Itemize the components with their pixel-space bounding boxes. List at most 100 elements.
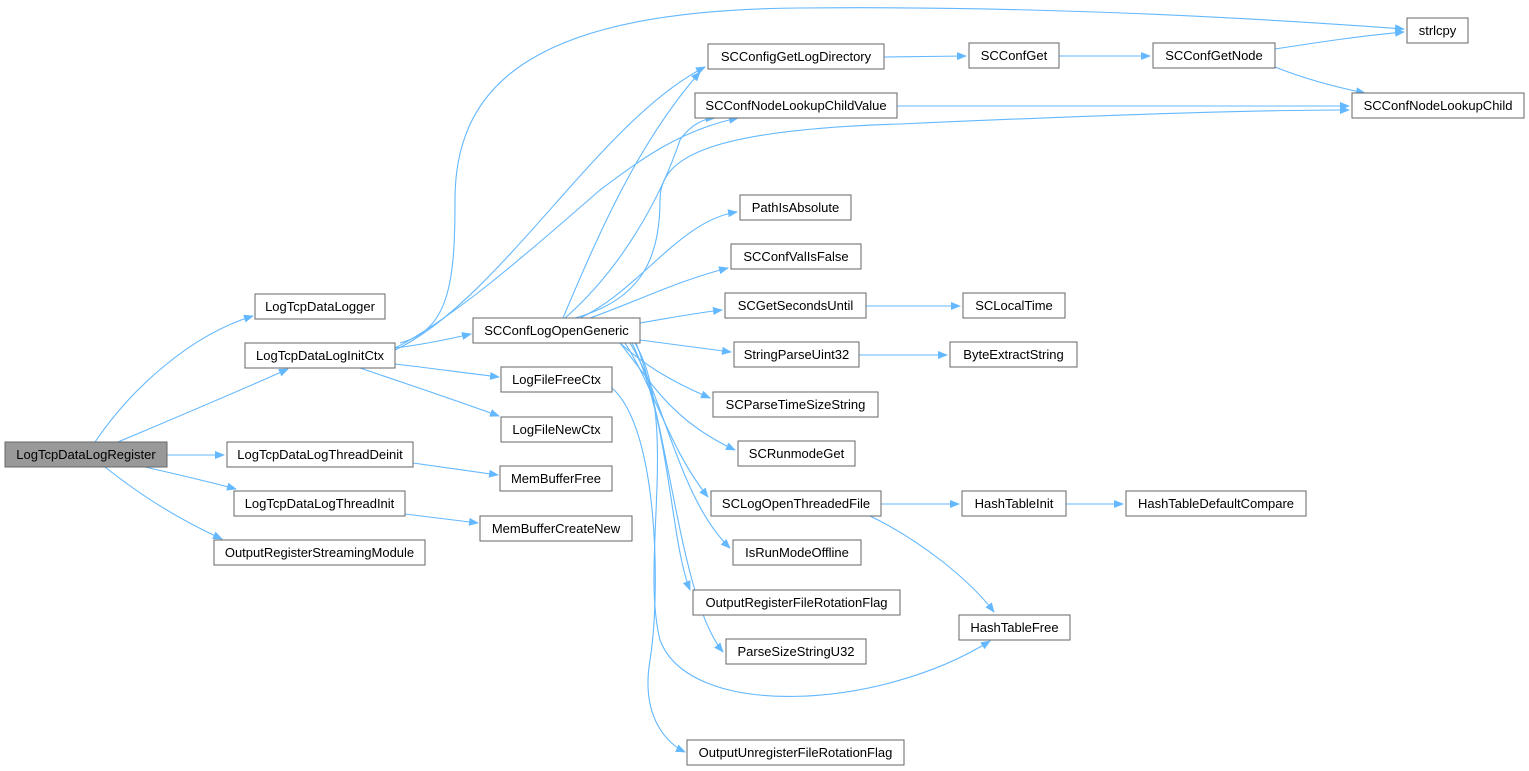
edge-line: [624, 342, 709, 498]
edge-line: [634, 342, 991, 697]
edge-line: [619, 342, 736, 451]
node-label: SCGetSecondsUntil: [738, 298, 854, 313]
edge-n25-n30: [869, 515, 995, 613]
node-logtcpdatalogregister[interactable]: LogTcpDataLogRegister: [4, 441, 168, 468]
edges-layer: [94, 7, 1405, 753]
node-box: [725, 638, 867, 665]
node-scconfget[interactable]: SCConfGet: [968, 42, 1060, 69]
edge-line: [869, 515, 995, 613]
edge-n14-n15: [1274, 28, 1405, 50]
edge-line: [394, 363, 500, 380]
node-scconfgetnode[interactable]: SCConfGetNode: [1152, 42, 1276, 69]
node-box: [707, 43, 885, 70]
node-outputunregisterfilerotationflag[interactable]: OutputUnregisterFileRotationFlag: [686, 739, 905, 766]
node-box: [226, 441, 414, 468]
node-hashtableinit[interactable]: HashTableInit: [961, 490, 1067, 517]
node-hashtabledefaultcompare[interactable]: HashTableDefaultCompare: [1125, 490, 1307, 517]
edge-n8-n21: [639, 339, 732, 355]
edge-n8-n7: [564, 114, 716, 319]
edge-line: [359, 367, 500, 417]
node-byteextractstring[interactable]: ByteExtractString: [949, 341, 1078, 368]
node-box: [724, 292, 867, 319]
edge-line: [399, 7, 1405, 344]
edge-n9-n32: [611, 387, 686, 753]
node-sclocaltime[interactable]: SCLocalTime: [962, 292, 1066, 319]
edge-line: [883, 52, 967, 61]
edge-line: [394, 66, 706, 351]
node-isrunmodeoffline[interactable]: IsRunModeOffline: [732, 539, 862, 566]
node-label: HashTableInit: [975, 496, 1054, 511]
edge-n8-n31: [635, 342, 724, 653]
edge-line: [94, 314, 254, 443]
node-logfilefreectx[interactable]: LogFileFreeCtx: [500, 366, 613, 393]
node-box: [686, 739, 905, 766]
node-label: SCConfGetNode: [1165, 48, 1263, 63]
edge-n0-n2: [117, 368, 289, 443]
node-scconfnodelookupchildvalue[interactable]: SCConfNodeLookupChildValue: [694, 92, 898, 119]
node-box: [962, 292, 1066, 319]
node-scrunmodeget[interactable]: SCRunmodeGet: [737, 440, 856, 467]
node-box: [949, 341, 1078, 368]
node-box: [712, 391, 879, 418]
node-label: LogTcpDataLogThreadInit: [245, 496, 395, 511]
edge-n3-n11: [412, 462, 499, 478]
edge-line: [104, 466, 223, 540]
node-pathisabsolute[interactable]: PathIsAbsolute: [739, 194, 852, 221]
node-box: [1152, 42, 1276, 69]
edge-n8-n23: [619, 342, 711, 399]
edge-n2-n9: [394, 363, 500, 380]
edge-line: [144, 466, 237, 491]
node-scconfiggetlogdirectory[interactable]: SCConfigGetLogDirectory: [707, 43, 885, 70]
edge-line: [1274, 66, 1366, 96]
node-scgetsecondsuntil[interactable]: SCGetSecondsUntil: [724, 292, 867, 319]
node-label: SCConfNodeLookupChild: [1364, 98, 1513, 113]
node-label: LogTcpDataLogThreadDeinit: [237, 447, 403, 462]
edge-n4-n12: [404, 513, 479, 526]
node-membuffercreatenew[interactable]: MemBufferCreateNew: [479, 515, 633, 542]
node-scconfnodelookupchild[interactable]: SCConfNodeLookupChild: [1351, 92, 1525, 119]
node-box: [233, 490, 406, 517]
node-label: LogTcpDataLogRegister: [16, 447, 156, 462]
node-label: SCConfigGetLogDirectory: [721, 49, 872, 64]
node-parsesizestringu32[interactable]: ParseSizeStringU32: [725, 638, 867, 665]
node-scparsetimesizestring[interactable]: SCParseTimeSizeString: [712, 391, 879, 418]
edge-n0-n5: [104, 466, 223, 540]
node-logtcpdatalogthreadinit[interactable]: LogTcpDataLogThreadInit: [233, 490, 406, 517]
node-label: ByteExtractString: [963, 347, 1063, 362]
node-logfilenewctx[interactable]: LogFileNewCtx: [500, 416, 613, 443]
node-box: [4, 441, 168, 468]
node-label: SCLogOpenThreadedFile: [722, 496, 870, 511]
node-scconfvalisfalse[interactable]: SCConfValIsFalse: [730, 243, 862, 270]
node-box: [732, 539, 862, 566]
node-scconflogopengeneric[interactable]: SCConfLogOpenGeneric: [472, 317, 641, 344]
node-sclogopenthreadedfile[interactable]: SCLogOpenThreadedFile: [710, 490, 882, 517]
node-label: MemBufferCreateNew: [492, 521, 621, 536]
edge-line: [639, 307, 723, 324]
node-label: LogFileNewCtx: [512, 422, 601, 437]
node-strlcpy[interactable]: strlcpy: [1406, 17, 1469, 44]
node-membufferfree[interactable]: MemBufferFree: [499, 465, 613, 492]
node-outputregisterstreamingmodule[interactable]: OutputRegisterStreamingModule: [213, 539, 426, 566]
node-label: ParseSizeStringU32: [737, 644, 854, 659]
edge-line: [394, 115, 739, 349]
node-box: [961, 490, 1067, 517]
node-label: SCParseTimeSizeString: [726, 397, 866, 412]
node-logtcpdatalogthreaddeinit[interactable]: LogTcpDataLogThreadDeinit: [226, 441, 414, 468]
edge-n14-n16: [1274, 66, 1366, 96]
edge-line: [631, 342, 691, 591]
edge-line: [394, 332, 472, 349]
edge-n8-n25: [624, 342, 709, 498]
node-box: [500, 416, 613, 443]
node-box: [968, 42, 1060, 69]
node-hashtablefree[interactable]: HashTableFree: [958, 614, 1071, 641]
node-label: LogFileFreeCtx: [512, 372, 601, 387]
node-outputregisterfilerotationflag[interactable]: OutputRegisterFileRotationFlag: [692, 589, 901, 616]
node-logtcpdataloginitctx[interactable]: LogTcpDataLogInitCtx: [244, 342, 396, 369]
node-label: SCRunmodeGet: [749, 446, 845, 461]
node-stringparseuint32[interactable]: StringParseUint32: [733, 341, 860, 368]
node-box: [710, 490, 882, 517]
node-label: LogTcpDataLogInitCtx: [256, 348, 384, 363]
node-box: [472, 317, 641, 344]
edge-line: [611, 387, 686, 753]
node-logtcpdatalogger[interactable]: LogTcpDataLogger: [254, 293, 386, 320]
